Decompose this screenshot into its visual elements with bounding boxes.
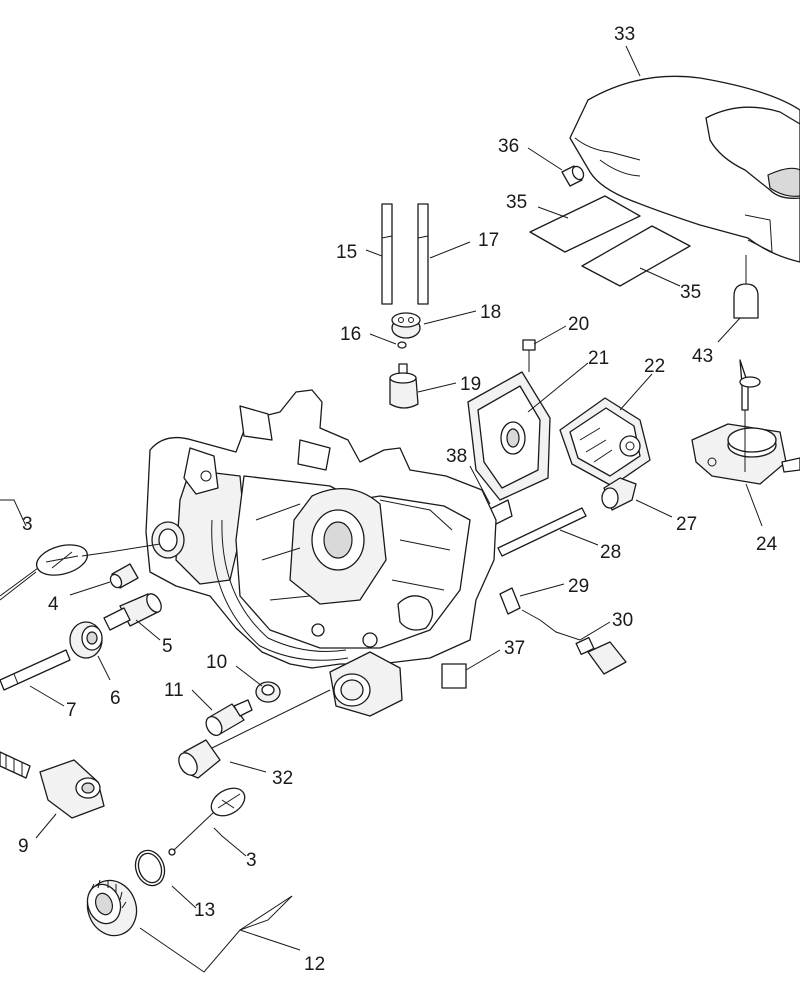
callout-30: 30 xyxy=(612,610,633,631)
callout-27: 27 xyxy=(676,514,697,535)
part-33-top-cover xyxy=(569,75,800,263)
callout-6: 6 xyxy=(110,688,121,709)
callout-29: 29 xyxy=(568,576,589,597)
callout-13: 13 xyxy=(194,900,215,921)
callout-5: 5 xyxy=(162,636,173,657)
part-6-grommet xyxy=(69,621,103,659)
part-36-bushing xyxy=(561,165,585,187)
callout-20: 20 xyxy=(568,314,589,335)
callout-15: 15 xyxy=(336,242,357,263)
part-3-dipstick-lower xyxy=(168,787,246,856)
part-19-filter xyxy=(389,363,419,409)
callout-32: 32 xyxy=(272,768,293,789)
callout-43: 43 xyxy=(692,346,713,367)
callout-labels: 33 36 35 35 15 17 18 16 19 20 21 22 43 3… xyxy=(18,24,778,975)
callout-36: 36 xyxy=(498,136,519,157)
callout-11: 11 xyxy=(164,680,184,701)
part-20-screw xyxy=(522,339,536,372)
callout-17: 17 xyxy=(478,230,499,251)
callout-7: 7 xyxy=(66,700,77,721)
callout-9: 9 xyxy=(18,836,29,857)
part-4-plug xyxy=(109,563,139,589)
callout-33: 33 xyxy=(614,24,635,45)
part-15-rod xyxy=(381,203,393,305)
callout-22: 22 xyxy=(644,356,665,377)
leader-lines xyxy=(0,45,763,973)
part-35-labels xyxy=(529,195,691,287)
part-24-throttle-assembly xyxy=(691,359,800,485)
callout-35: 35 xyxy=(680,282,701,303)
part-30-cable xyxy=(521,609,627,675)
crankcase-main-body xyxy=(145,389,497,717)
callout-19: 19 xyxy=(460,374,481,395)
callout-16: 16 xyxy=(340,324,361,345)
callout-4: 4 xyxy=(48,594,59,615)
part-3-dipstick-upper xyxy=(0,544,89,601)
part-9-elbow xyxy=(0,751,105,819)
callout-24: 24 xyxy=(756,534,778,555)
part-37-sticker xyxy=(441,663,467,689)
callout-38: 38 xyxy=(446,446,467,467)
part-12-filler-cap xyxy=(86,879,138,937)
callout-35: 35 xyxy=(506,192,527,213)
callout-12: 12 xyxy=(304,954,325,975)
part-32-adjuster xyxy=(178,689,331,779)
callout-3: 3 xyxy=(246,850,257,871)
part-29-clip xyxy=(499,587,521,615)
part-18-grommet xyxy=(391,312,421,339)
part-28-rod xyxy=(497,507,587,557)
part-22-carburetor xyxy=(559,397,651,487)
callout-28: 28 xyxy=(600,542,621,563)
callout-10: 10 xyxy=(206,652,227,673)
part-43-cap xyxy=(733,255,759,319)
callout-18: 18 xyxy=(480,302,501,323)
callout-21: 21 xyxy=(588,348,609,369)
part-13-o-ring xyxy=(134,849,166,887)
callout-3: 3 xyxy=(22,514,33,535)
part-17-rod xyxy=(417,203,429,305)
part-16-washer xyxy=(397,341,407,349)
part-7-tube xyxy=(0,649,71,691)
part-10-bushing xyxy=(255,681,281,703)
part-27-boot xyxy=(601,477,637,511)
part-21-flange xyxy=(467,371,551,501)
part-5-fitting xyxy=(103,593,162,631)
callout-37: 37 xyxy=(504,638,525,659)
part-11-plug xyxy=(205,699,253,736)
